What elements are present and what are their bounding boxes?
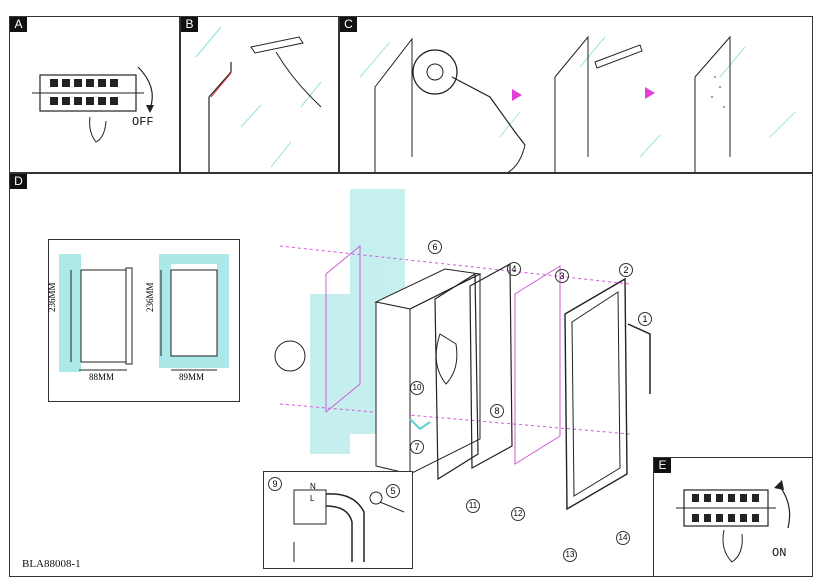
callout-12: 12 <box>511 507 525 521</box>
callout-5: 5 <box>386 484 400 498</box>
callout-2: 2 <box>619 263 633 277</box>
wire-live-label: L <box>310 494 315 503</box>
on-label: ON <box>772 546 787 560</box>
exploded-view <box>274 189 651 511</box>
panel-d-tag: D <box>10 174 27 189</box>
model-code: BLA88008-1 <box>22 558 81 570</box>
panel-e: E ON <box>653 457 812 576</box>
panel-e-tag: E <box>654 458 671 473</box>
breaker-off-illustration <box>32 66 154 143</box>
panel-a-tag: A <box>10 17 27 32</box>
drill-wall-illustration <box>359 35 796 172</box>
dimension-drawing <box>59 254 229 372</box>
wire-neutral-label: N <box>310 482 316 491</box>
breaker-on-illustration <box>676 480 791 563</box>
callout-1: 1 <box>638 312 652 326</box>
callout-7: 7 <box>410 440 424 454</box>
callout-6: 6 <box>428 240 442 254</box>
callout-11: 11 <box>466 499 480 513</box>
callout-13: 13 <box>563 548 577 562</box>
panel-d: D 236MM 236MM 88MM 89MM <box>9 173 813 577</box>
off-label: OFF <box>132 115 154 129</box>
width-label-side: 88MM <box>89 372 115 382</box>
width-label-front: 89MM <box>179 372 205 382</box>
callout-9: 9 <box>268 477 282 491</box>
mark-wall-illustration <box>195 26 322 172</box>
wiring-drawing <box>293 489 405 562</box>
callout-8: 8 <box>490 404 504 418</box>
panel-c-tag: C <box>340 17 357 32</box>
callout-3: 3 <box>555 269 569 283</box>
callout-14: 14 <box>616 531 630 545</box>
panel-b: B <box>180 16 339 173</box>
panel-a: A OFF <box>9 16 180 173</box>
callout-4: 4 <box>507 262 521 276</box>
dimension-box: 236MM 236MM 88MM 89MM <box>47 239 240 402</box>
panel-c: C <box>339 16 813 173</box>
panel-b-tag: B <box>181 17 198 32</box>
callout-10: 10 <box>410 381 424 395</box>
